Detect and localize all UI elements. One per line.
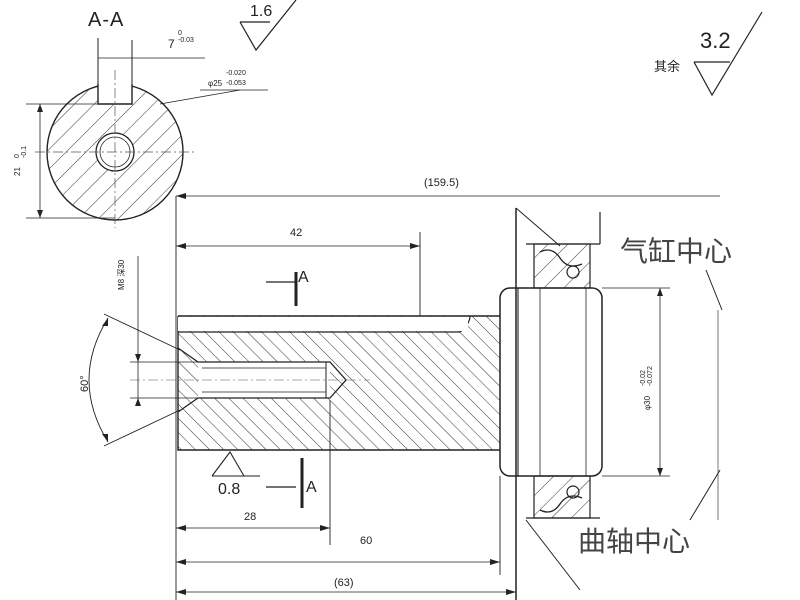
- seal-bottom: [533, 475, 591, 519]
- shaft-dia-tol-lower: -0.053: [226, 80, 246, 87]
- key-width-tol: 0 -0.03: [178, 30, 194, 44]
- key-width-dim: 7: [168, 37, 175, 51]
- chamfer-angle-dim: 60°: [79, 375, 91, 392]
- cylinder-center-label: 气缸中心: [620, 235, 733, 268]
- section-marker-top: [266, 272, 298, 306]
- shaft-length-dim: 60: [360, 535, 373, 547]
- section-marker-top-label: A: [298, 269, 309, 286]
- section-marker-bottom-label: A: [306, 479, 317, 496]
- seal-dia-dim: φ30: [643, 395, 652, 410]
- overall-length-dim: (159.5): [424, 177, 459, 189]
- shaft-dia-tol-upper: -0.020: [226, 70, 246, 77]
- shaft-dia-dim: φ25: [208, 79, 223, 88]
- housing: [515, 207, 601, 600]
- roughness-top-value: 1.6: [250, 3, 273, 20]
- section-view: [26, 38, 268, 228]
- section-marker-bottom: [266, 458, 304, 508]
- base-length-dim: (63): [334, 577, 354, 589]
- keyway-outline: [97, 84, 133, 105]
- roughness-general-symbol: [693, 11, 763, 97]
- roughness-general-prefix: 其余: [654, 59, 681, 74]
- roughness-top-symbol: [239, 0, 297, 52]
- seal-top: [533, 243, 591, 289]
- thread-dim: M8 深30: [117, 259, 126, 290]
- key-depth-dim: 21: [13, 167, 22, 176]
- key-length-dim: 28: [244, 511, 257, 523]
- roughness-bottom-value: 0.8: [218, 481, 241, 498]
- key-depth-tol: 0 -0.1: [14, 145, 28, 158]
- hole-depth-dim: 42: [290, 227, 303, 239]
- section-label: A-A: [88, 9, 125, 31]
- seal-dia-tol: -0.02 -0.072: [640, 366, 654, 386]
- roughness-general-value: 3.2: [700, 28, 731, 53]
- crankshaft-center-label: 曲轴中心: [578, 525, 691, 558]
- roughness-bottom-symbol: [211, 451, 260, 477]
- shaft-body: [130, 315, 504, 451]
